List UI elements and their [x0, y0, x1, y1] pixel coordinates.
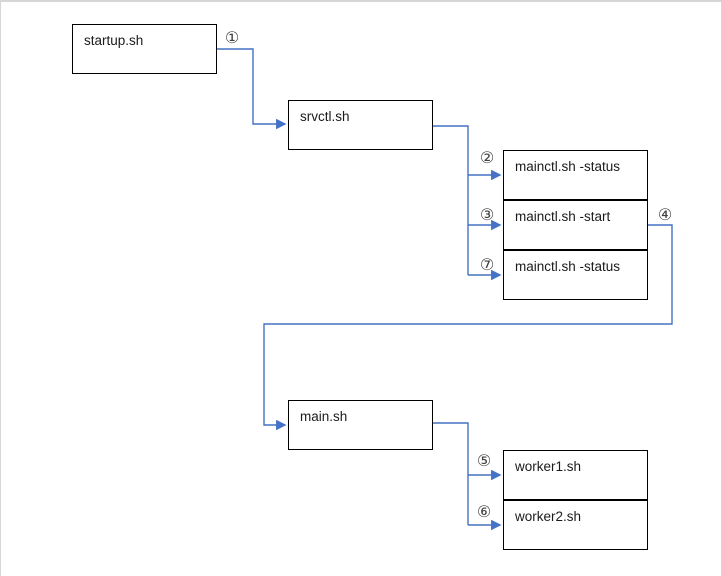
node-startup-sh: startup.sh	[72, 24, 217, 74]
edge-main-trunk	[433, 422, 469, 525]
step-label-3: ③	[479, 205, 495, 224]
node-mainctl-sh-status-1: mainctl.sh -status	[503, 150, 648, 200]
step-label-1: ①	[224, 28, 240, 47]
node-label: worker1.sh	[515, 459, 582, 474]
page-frame-left-line	[0, 0, 1, 576]
node-label: mainctl.sh -start	[515, 209, 611, 224]
node-label: mainctl.sh -status	[515, 159, 621, 174]
node-label: srvctl.sh	[300, 109, 350, 124]
page-frame-top-line	[0, 0, 721, 2]
node-worker2-sh: worker2.sh	[503, 500, 648, 550]
node-worker1-sh: worker1.sh	[503, 450, 648, 500]
node-mainctl-sh-start: mainctl.sh -start	[503, 200, 648, 250]
step-label-5: ⑤	[476, 451, 492, 470]
step-label-4: ④	[657, 205, 673, 224]
node-label: startup.sh	[84, 33, 144, 48]
node-label: main.sh	[300, 409, 348, 424]
node-mainctl-sh-status-2: mainctl.sh -status	[503, 250, 648, 300]
step-label-7: ⑦	[479, 255, 495, 274]
node-label: mainctl.sh -status	[515, 259, 621, 274]
step-label-6: ⑥	[476, 502, 492, 521]
step-label-2: ②	[479, 148, 495, 167]
node-srvctl-sh: srvctl.sh	[288, 100, 433, 150]
node-main-sh: main.sh	[288, 400, 433, 450]
edge-mainctl-start-to-main	[263, 224, 673, 431]
node-label: worker2.sh	[515, 509, 582, 524]
edge-startup-to-srvctl	[217, 48, 287, 130]
edge-srvctl-trunk	[433, 125, 469, 275]
